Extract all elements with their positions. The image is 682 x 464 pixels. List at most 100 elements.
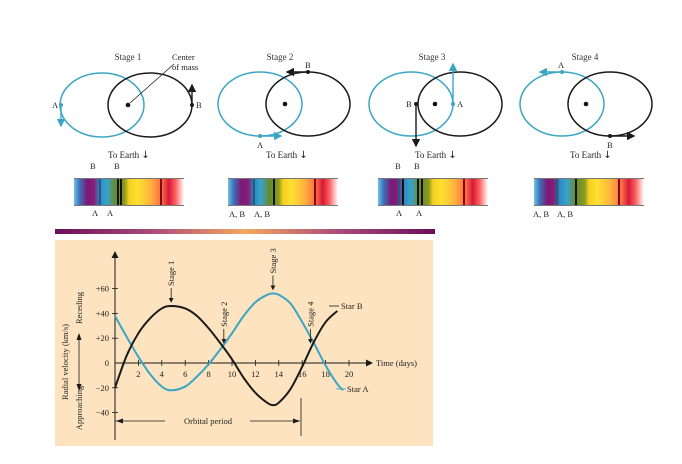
y-ticks: +60 +40 +20 0 −20 −40 bbox=[96, 284, 118, 418]
down-arrow-icon: ↓ bbox=[448, 150, 457, 161]
stage-2-star-a-label: A bbox=[257, 140, 264, 150]
x-ticks: 2 4 6 8 10 12 14 16 18 20 bbox=[136, 360, 353, 379]
section-divider bbox=[55, 229, 435, 234]
stage-3-spectrum-label-b1: B bbox=[395, 161, 401, 171]
x-tick-label: 12 bbox=[251, 369, 260, 379]
spectral-line bbox=[398, 179, 400, 205]
spectral-line bbox=[120, 179, 122, 205]
y-tick-label: −20 bbox=[96, 383, 109, 393]
star-a-legend: Star A bbox=[347, 384, 369, 394]
spectral-line bbox=[421, 179, 423, 205]
x-tick-label: 2 bbox=[136, 369, 140, 379]
spectral-line bbox=[417, 179, 419, 205]
stage-1-spectrum-label-a1: A bbox=[92, 208, 99, 218]
stage-1-star-b-label: B bbox=[196, 100, 202, 110]
right-arrow-icon bbox=[293, 418, 300, 424]
stage-marker-label: Stage 4 bbox=[305, 301, 315, 327]
x-tick-label: 8 bbox=[206, 369, 210, 379]
stage-1-star-a-label: A bbox=[52, 100, 59, 110]
stage-3-to-earth: To Earth ↓ bbox=[415, 150, 457, 161]
stage-1-spectrum-label-a2: A bbox=[107, 208, 114, 218]
stage-marker-label: Stage 2 bbox=[219, 302, 229, 327]
stage-3-title: Stage 3 bbox=[418, 52, 446, 62]
stage-3-spectrum bbox=[378, 178, 488, 206]
up-arrow-icon bbox=[76, 333, 82, 340]
spectral-line bbox=[618, 179, 620, 205]
down-arrow-icon: ↓ bbox=[603, 150, 612, 161]
stage-1-title: Stage 1 bbox=[114, 52, 142, 62]
stage-1-spectrum bbox=[74, 178, 184, 206]
x-tick-label: 16 bbox=[298, 369, 307, 379]
stage-3-star-b-label: B bbox=[406, 99, 412, 109]
star-b-curve bbox=[114, 304, 338, 407]
x-tick-label: 6 bbox=[183, 369, 187, 379]
center-of-mass-label: Center of mass bbox=[172, 52, 198, 72]
to-earth-label: To Earth bbox=[415, 150, 447, 160]
orbital-period-label: Orbital period bbox=[184, 416, 233, 426]
stage-4-orbit: A B bbox=[519, 60, 653, 150]
down-arrow-icon: ↓ bbox=[141, 150, 150, 161]
to-earth-label: To Earth bbox=[570, 150, 602, 160]
down-arrow-icon: ↓ bbox=[299, 150, 308, 161]
approaching-label: Approaching bbox=[74, 385, 84, 430]
spectral-line bbox=[314, 179, 316, 205]
center-of-mass-line1: Center bbox=[172, 52, 195, 62]
stage-2-spectrum bbox=[228, 178, 338, 206]
spectral-line bbox=[160, 179, 162, 205]
spectral-line bbox=[556, 179, 558, 205]
y-tick-label: +20 bbox=[96, 333, 109, 343]
x-tick-label: 20 bbox=[345, 369, 354, 379]
x-tick-label: 4 bbox=[160, 369, 165, 379]
stage-2-title: Stage 2 bbox=[266, 52, 294, 62]
spectral-line bbox=[402, 179, 404, 205]
stage-1-spectrum-label-b2: B bbox=[114, 161, 120, 171]
stage-2-star-b-label: B bbox=[305, 60, 311, 70]
center-of-mass-line2: of mass bbox=[172, 62, 199, 72]
x-tick-label: 18 bbox=[321, 369, 330, 379]
stage-marker-label: Stage 1 bbox=[166, 261, 176, 286]
y-axis-label: Radial velocity (km/s) bbox=[60, 324, 70, 400]
stage-markers: Stage 1 Stage 2 Stage 3 Stage 4 bbox=[166, 248, 315, 344]
stage-4-spectrum-label-ab1: A, B bbox=[533, 209, 550, 219]
stage-1-to-earth: To Earth ↓ bbox=[108, 150, 150, 161]
stage-3-orbit: A B bbox=[368, 62, 503, 148]
stage-2-spectrum-label-ab2: A, B bbox=[254, 209, 271, 219]
y-tick-label: 0 bbox=[105, 358, 109, 368]
x-tick-label: 10 bbox=[228, 369, 237, 379]
stage-4-star-b-label: B bbox=[607, 140, 613, 150]
stage-4-to-earth: To Earth ↓ bbox=[570, 150, 612, 161]
stage-4-spectrum bbox=[534, 178, 644, 206]
spectral-line bbox=[273, 179, 275, 205]
to-earth-label: To Earth bbox=[108, 150, 140, 160]
x-tick-label: 14 bbox=[275, 369, 284, 379]
spectral-line bbox=[117, 179, 119, 205]
left-arrow-icon bbox=[116, 418, 123, 424]
x-axis-label: Time (days) bbox=[376, 358, 417, 368]
receding-label: Receding bbox=[74, 291, 84, 324]
stage-2-spectrum-label-ab1: A, B bbox=[229, 209, 246, 219]
stage-4-title: Stage 4 bbox=[571, 52, 599, 62]
stage-3-star-a-label: A bbox=[457, 99, 464, 109]
y-tick-label: +40 bbox=[96, 308, 109, 318]
star-b-legend: Star B bbox=[341, 301, 363, 311]
stage-3-spectrum-label-b2: B bbox=[414, 161, 420, 171]
stage-marker-label: Stage 3 bbox=[268, 248, 278, 273]
spectral-line bbox=[99, 179, 101, 205]
to-earth-label: To Earth bbox=[266, 150, 298, 160]
radial-velocity-graph-background bbox=[55, 240, 433, 446]
spectral-line bbox=[253, 179, 255, 205]
stage-1-orbit: A B bbox=[52, 63, 202, 138]
stage-2-to-earth: To Earth ↓ bbox=[266, 150, 308, 161]
spectral-line bbox=[463, 179, 465, 205]
stage-2-orbit: B A bbox=[217, 60, 351, 150]
y-tick-label: +60 bbox=[96, 284, 109, 294]
stage-3-spectrum-label-a1: A bbox=[396, 208, 403, 218]
star-a-curve bbox=[114, 292, 344, 392]
y-tick-label: −40 bbox=[96, 408, 109, 418]
stage-3-spectrum-label-a2: A bbox=[416, 208, 423, 218]
stage-1-spectrum-label-b1: B bbox=[90, 161, 96, 171]
spectral-line bbox=[575, 179, 577, 205]
down-arrow-icon bbox=[76, 384, 82, 391]
stage-4-spectrum-label-ab2: A, B bbox=[557, 209, 574, 219]
